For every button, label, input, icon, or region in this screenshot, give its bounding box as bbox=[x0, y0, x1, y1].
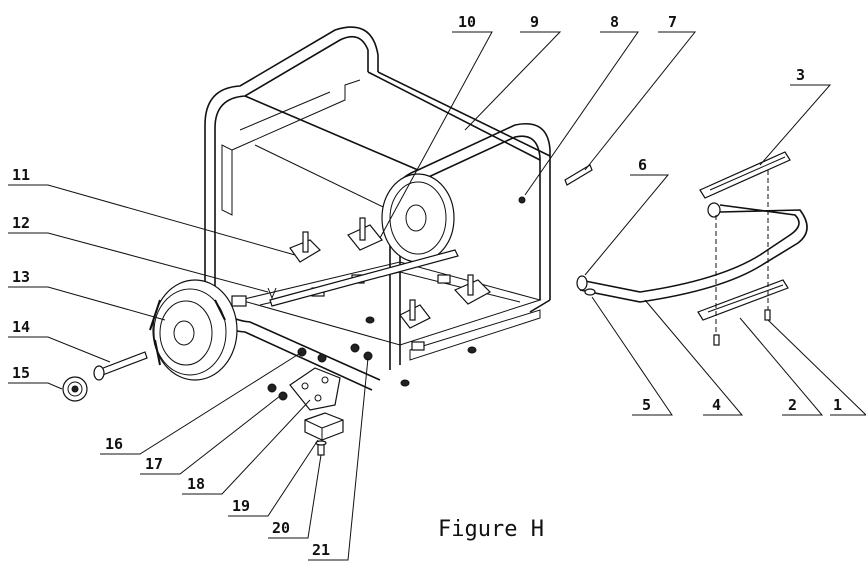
callout-19: 19 bbox=[232, 497, 250, 515]
callout-4: 4 bbox=[712, 396, 721, 414]
generator-frame bbox=[204, 26, 551, 391]
figure-caption: Figure H bbox=[438, 517, 544, 542]
hardware-nuts bbox=[267, 196, 526, 401]
callout-12: 12 bbox=[12, 214, 30, 232]
rear-wheel bbox=[381, 173, 455, 263]
leader-lines bbox=[8, 31, 866, 561]
axle bbox=[269, 249, 459, 307]
callout-21: 21 bbox=[312, 541, 330, 559]
callout-14: 14 bbox=[12, 318, 30, 336]
foot-bolt bbox=[315, 440, 327, 456]
callout-6: 6 bbox=[638, 156, 647, 174]
wheel-cap bbox=[62, 376, 88, 402]
pin-7 bbox=[564, 164, 593, 186]
callout-labels: 1 2 3 4 5 6 7 8 9 10 11 12 13 14 15 16 1… bbox=[12, 13, 842, 559]
rubber-foot bbox=[304, 412, 344, 441]
callout-15: 15 bbox=[12, 364, 30, 382]
callout-7: 7 bbox=[668, 13, 677, 31]
callout-11: 11 bbox=[12, 166, 30, 184]
callout-20: 20 bbox=[272, 519, 290, 537]
callout-3: 3 bbox=[796, 66, 805, 84]
callout-18: 18 bbox=[187, 475, 205, 493]
callout-8: 8 bbox=[610, 13, 619, 31]
callout-5: 5 bbox=[642, 396, 651, 414]
callout-16: 16 bbox=[105, 435, 123, 453]
callout-13: 13 bbox=[12, 268, 30, 286]
callout-2: 2 bbox=[788, 396, 797, 414]
grip-upper bbox=[699, 151, 791, 199]
cotter-pin bbox=[267, 287, 277, 300]
callout-1: 1 bbox=[833, 396, 842, 414]
axle-bolt bbox=[93, 351, 148, 381]
screw-2 bbox=[713, 334, 720, 346]
callout-9: 9 bbox=[530, 13, 539, 31]
screw-1 bbox=[764, 309, 771, 321]
washer-5 bbox=[584, 288, 596, 296]
grip-lower bbox=[697, 279, 789, 321]
handle bbox=[576, 202, 808, 303]
foot-bracket bbox=[289, 367, 341, 411]
front-wheel bbox=[149, 279, 238, 381]
callout-17: 17 bbox=[145, 455, 163, 473]
callout-10: 10 bbox=[458, 13, 476, 31]
